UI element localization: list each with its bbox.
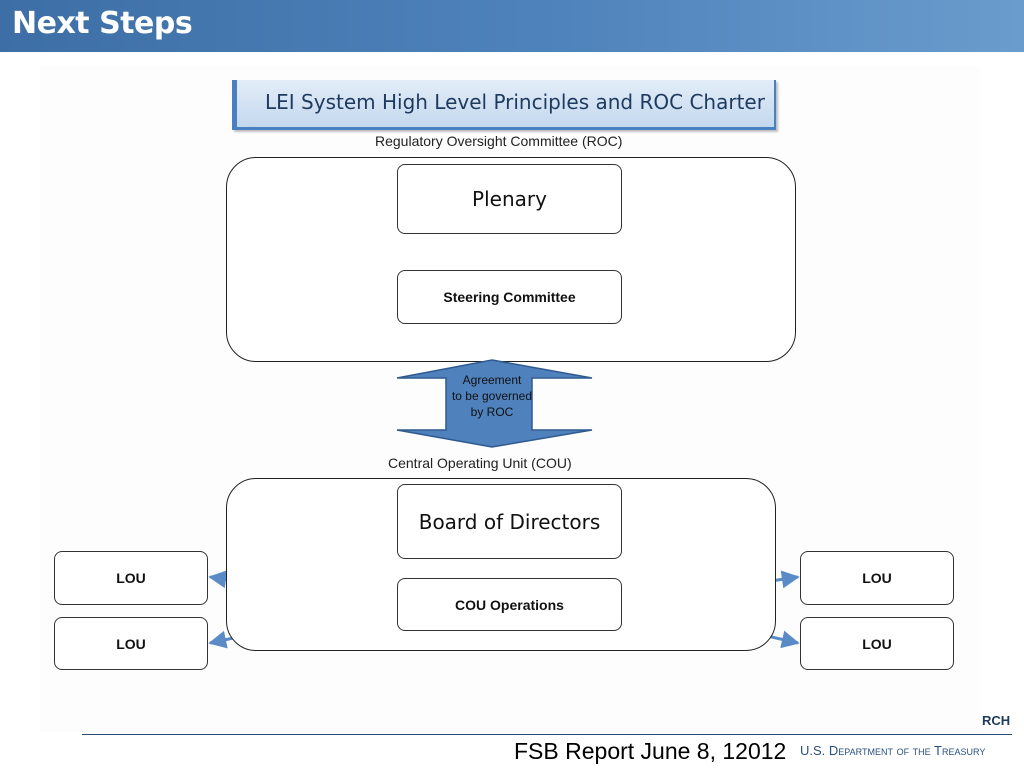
slide-title: Next Steps bbox=[12, 6, 193, 41]
cou-operations-box: COU Operations bbox=[397, 578, 622, 631]
lou-box-top-right: LOU bbox=[800, 551, 954, 605]
footer-treasury: U.S. Department of the Treasury bbox=[800, 743, 986, 758]
agreement-double-arrow bbox=[396, 359, 593, 448]
footer-report: FSB Report June 8, 12012 bbox=[514, 738, 787, 764]
agreement-line: to be governed bbox=[451, 389, 533, 403]
agreement-line: by ROC bbox=[470, 405, 514, 419]
lou-box-bottom-left: LOU bbox=[54, 617, 208, 670]
title-bar: Next Steps bbox=[0, 0, 1024, 52]
footer-divider bbox=[82, 734, 1012, 735]
steering-committee-box: Steering Committee bbox=[397, 270, 622, 324]
diagram-header-text: LEI System High Level Principles and ROC… bbox=[265, 90, 765, 114]
lou-box-top-left: LOU bbox=[54, 551, 208, 605]
cou-label: Central Operating Unit (COU) bbox=[388, 455, 572, 471]
board-of-directors-box: Board of Directors bbox=[397, 484, 622, 559]
footer-rch-fragment: RCH bbox=[982, 713, 1011, 728]
diagram-header-banner: LEI System High Level Principles and ROC… bbox=[232, 80, 776, 130]
agreement-text: Agreement to be governed by ROC bbox=[446, 372, 538, 420]
lou-box-bottom-right: LOU bbox=[800, 617, 954, 670]
agreement-line: Agreement bbox=[462, 373, 522, 387]
plenary-box: Plenary bbox=[397, 164, 622, 234]
roc-label: Regulatory Oversight Committee (ROC) bbox=[375, 133, 623, 149]
